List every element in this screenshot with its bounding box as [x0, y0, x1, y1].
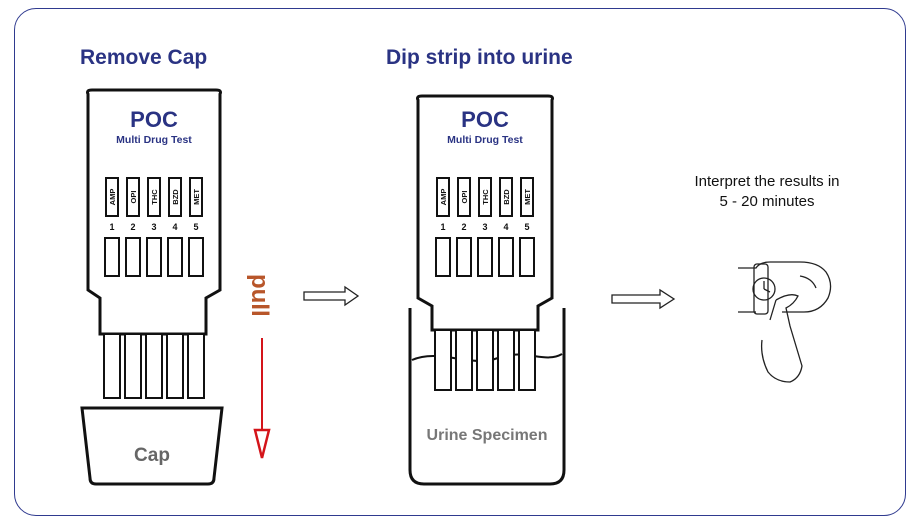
- result-window: [104, 237, 120, 277]
- drug-panel: [499, 177, 513, 217]
- strip-tail: [187, 333, 205, 399]
- pull-indicator: pull: [246, 274, 273, 459]
- panel-number: 1: [440, 222, 445, 232]
- arrow-right-icon: [611, 288, 676, 310]
- drug-panel-label: AMP: [439, 189, 448, 206]
- test-device-left: POC Multi Drug Test AMP 1 OPI 2 THC 3 BZD 4 MET 5: [86, 88, 222, 399]
- drug-panel-label: MET: [523, 189, 532, 205]
- drug-panel: [189, 177, 203, 217]
- panel-number: 4: [503, 222, 508, 232]
- drug-panel-label: OPI: [460, 191, 469, 204]
- drug-panel-label: OPI: [129, 191, 138, 204]
- panel-number: 5: [193, 222, 198, 232]
- result-window: [167, 237, 183, 277]
- panel-number: 4: [172, 222, 177, 232]
- strip-tail: [124, 333, 142, 399]
- result-window: [498, 237, 514, 277]
- panel-number: 2: [130, 222, 135, 232]
- panel-number: 5: [524, 222, 529, 232]
- drug-panel: [520, 177, 534, 217]
- result-window: [519, 237, 535, 277]
- panel-number: 3: [151, 222, 156, 232]
- strip-tail: [145, 333, 163, 399]
- wristwatch-hand-icon: [738, 261, 832, 383]
- strip-tail: [166, 333, 184, 399]
- strip-tail: [518, 329, 536, 391]
- arrow-right-icon: [303, 285, 360, 307]
- result-window: [435, 237, 451, 277]
- drug-panel-label: AMP: [108, 189, 117, 206]
- drug-panel: [126, 177, 140, 217]
- diagram-frame: [14, 8, 906, 516]
- drug-panel: [105, 177, 119, 217]
- step-interpret-text: Interpret the results in 5 - 20 minutes: [652, 172, 882, 212]
- drug-panel: [436, 177, 450, 217]
- urine-label: Urine Specimen: [427, 427, 548, 444]
- panel-number: 1: [109, 222, 114, 232]
- strip-tail: [476, 329, 494, 391]
- product-text: Multi Drug Test: [447, 134, 523, 146]
- interpret-line-1: Interpret the results in: [694, 173, 840, 190]
- strip-tail: [434, 329, 452, 391]
- strip-tail: [103, 333, 121, 399]
- product-text: Multi Drug Test: [116, 134, 192, 146]
- brand-text: POC: [461, 107, 509, 132]
- drug-panel-label: MET: [192, 189, 201, 205]
- result-window: [477, 237, 493, 277]
- result-window: [456, 237, 472, 277]
- drug-panel: [478, 177, 492, 217]
- strip-tail: [455, 329, 473, 391]
- result-window: [146, 237, 162, 277]
- cap: Cap: [80, 406, 224, 486]
- cap-label: Cap: [134, 445, 170, 466]
- strip-tail: [497, 329, 515, 391]
- drug-panel: [147, 177, 161, 217]
- result-window: [188, 237, 204, 277]
- test-device-right: POC Multi Drug Test AMP 1 OPI 2 THC 3 BZD 4 MET 5: [416, 94, 554, 332]
- pull-label: pull: [246, 274, 273, 317]
- drug-panel-label: THC: [150, 189, 159, 205]
- drug-panel-label: THC: [481, 189, 490, 205]
- urine-cup: Urine Specimen: [408, 308, 566, 486]
- brand-text: POC: [130, 107, 178, 132]
- pull-arrow-icon: [253, 428, 271, 459]
- test-strips: [103, 333, 205, 399]
- drug-panel-label: BZD: [171, 189, 180, 205]
- panel-number: 3: [482, 222, 487, 232]
- result-window: [125, 237, 141, 277]
- drug-panel-label: BZD: [502, 189, 511, 205]
- drug-panel: [457, 177, 471, 217]
- step-title-remove-cap: Remove Cap: [80, 46, 208, 69]
- drug-panel: [168, 177, 182, 217]
- test-strips: [434, 329, 536, 391]
- interpret-line-2: 5 - 20 minutes: [719, 193, 815, 210]
- panel-number: 2: [461, 222, 466, 232]
- step-title-dip-strip: Dip strip into urine: [386, 46, 573, 69]
